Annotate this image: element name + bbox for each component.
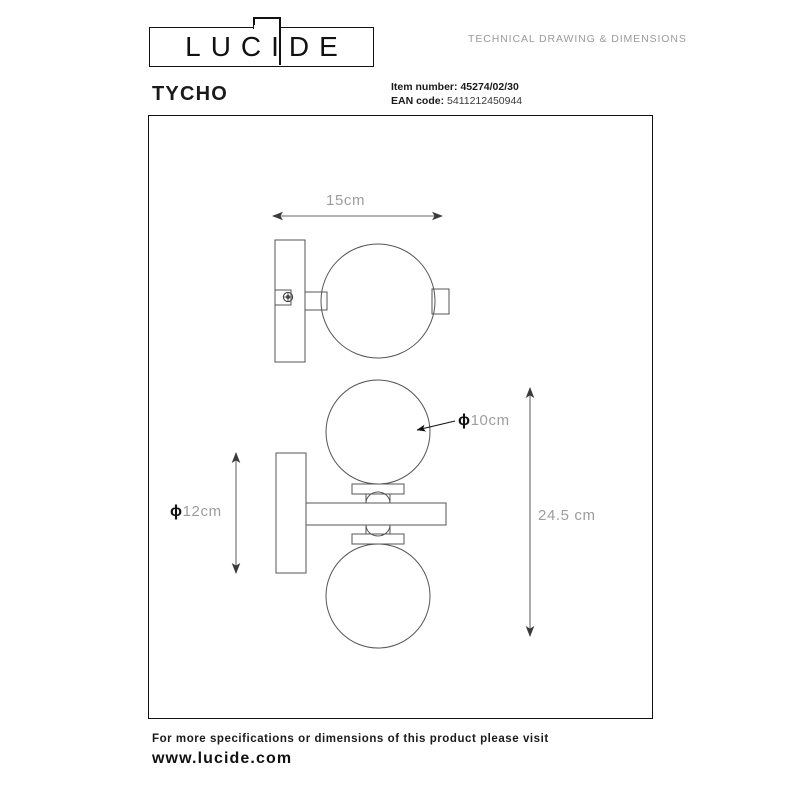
logo-i-bridge [253,17,280,19]
phi-symbol-plate: ϕ [170,503,183,520]
footer-text: For more specifications or dimensions of… [152,733,549,745]
drawing-frame [148,115,653,719]
logo-wordmark: LUCIDE [185,31,348,62]
globe-diameter-value: 10cm [470,412,510,429]
item-number-row: Item number: 45274/02/30 [391,80,522,94]
tagline: TECHNICAL DRAWING & DIMENSIONS [468,33,687,45]
ean-code-label: EAN code [391,95,441,107]
page-title: TYCHO [152,83,228,105]
logo-i-stem-left [253,17,255,29]
logo-top-mask [254,25,279,29]
footer-url[interactable]: www.lucide.com [152,750,293,767]
item-number-value: 45274/02/30 [460,81,519,93]
dimension-label-height: 24.5 cm [538,507,596,524]
plate-diameter-value: 12cm [182,503,222,520]
phi-symbol-globe: ϕ [458,412,471,429]
product-meta: Item number: 45274/02/30 EAN code: 54112… [391,80,522,108]
dimension-label-globe-diameter: ϕ10cm [458,412,510,430]
item-number-label: Item number: [391,81,458,93]
ean-code-value: 5411212450944 [447,95,523,107]
logo-divider [279,29,281,65]
logo-i-stem-right [279,17,281,29]
lucide-logo: LUCIDE [149,17,374,67]
dimension-label-width: 15cm [326,192,366,209]
dimension-label-plate-diameter: ϕ12cm [170,503,222,521]
ean-code-row: EAN code: 5411212450944 [391,95,523,107]
